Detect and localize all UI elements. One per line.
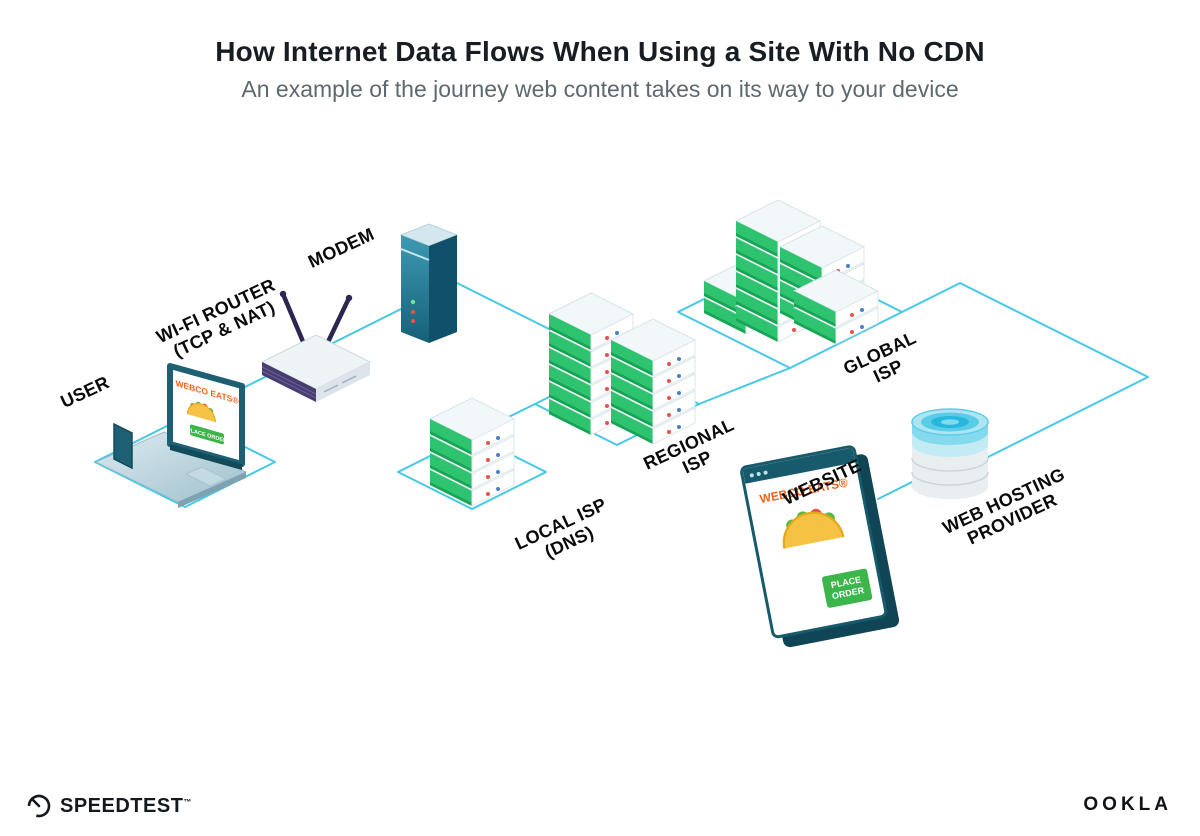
cylinder-grooves: [911, 457, 989, 486]
speedtest-gauge-icon: [27, 794, 51, 818]
speedtest-wordmark: SPEEDTEST™: [60, 795, 192, 818]
tablet-stand: [113, 422, 133, 470]
router-antenna-left-tip: [279, 290, 287, 298]
modem-front: [401, 235, 429, 343]
modem-led-red-2: [410, 318, 416, 324]
web-hosting-database: [908, 386, 992, 507]
speedtest-logo: SPEEDTEST™: [26, 793, 192, 819]
modem-stripe: [400, 248, 430, 261]
cylinder-top-center: [941, 419, 959, 425]
router-front-left: [262, 362, 316, 402]
laptop-trackpad: [184, 466, 228, 487]
router-front-stripes: [261, 366, 317, 399]
wire-regional-to-global: [698, 367, 791, 405]
user-laptop-device: WEBCO EATS® PLACE ORDER: [88, 362, 256, 515]
wire-user-platform: [94, 416, 276, 508]
global-isp-servers: [702, 198, 880, 358]
router-antenna-left: [280, 291, 307, 347]
wifi-router-device: [252, 288, 380, 419]
server-stack: [429, 397, 515, 507]
regional-isp-servers: [545, 285, 700, 455]
place-order-button: PLACE ORDER: [821, 568, 873, 609]
router-antenna-right-tip: [345, 294, 353, 302]
speedtest-trademark: ™: [183, 796, 192, 806]
page-subtitle: An example of the journey web content ta…: [241, 76, 959, 102]
local-isp-servers: [428, 396, 516, 515]
modem-side: [429, 235, 457, 343]
modem-led-red-1: [410, 309, 416, 315]
laptop-order-button: [190, 424, 224, 445]
ookla-logo: OOKLA: [1083, 794, 1172, 816]
speedtest-wordmark-text: SPEEDTEST: [60, 794, 184, 817]
page-title: How Internet Data Flows When Using a Sit…: [215, 36, 985, 67]
laptop-base-edge: [178, 472, 246, 508]
modem-device: [392, 222, 466, 355]
wire-global-to-hosting: [901, 282, 1149, 458]
router-vents: [323, 375, 357, 393]
ookla-wordmark-text: OOKLA: [1083, 794, 1172, 815]
modem-led-green: [410, 299, 416, 305]
laptop-hinge: [170, 444, 242, 470]
browser-dot: [763, 469, 768, 475]
server-stack: [610, 318, 696, 445]
browser-dot: [756, 471, 761, 476]
router-antenna-right: [325, 295, 352, 345]
browser-dot: [749, 472, 755, 478]
